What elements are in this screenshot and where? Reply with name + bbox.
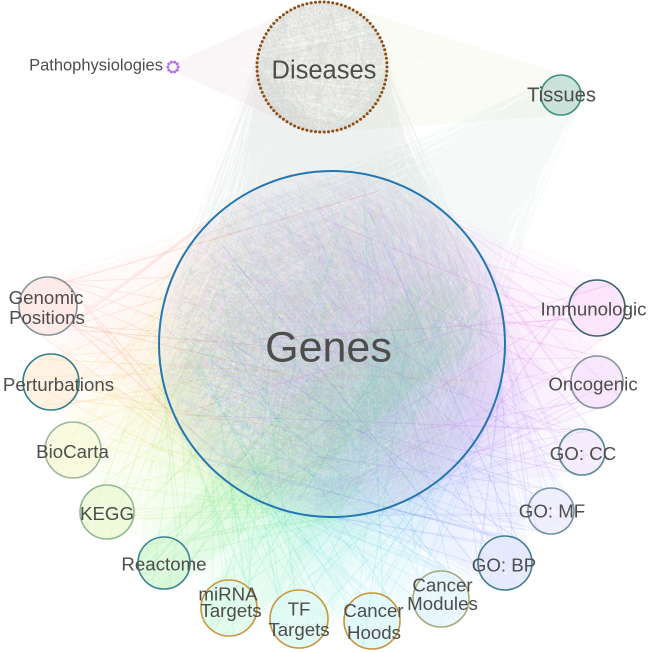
svg-text:Modules: Modules — [407, 593, 478, 614]
svg-text:KEGG: KEGG — [80, 503, 134, 524]
svg-text:Pathophysiologies: Pathophysiologies — [29, 57, 163, 75]
svg-text:BioCarta: BioCarta — [36, 441, 109, 462]
svg-text:Cancer: Cancer — [412, 575, 472, 596]
svg-text:Targets: Targets — [268, 619, 329, 640]
svg-text:Diseases: Diseases — [272, 57, 377, 85]
svg-text:Genes: Genes — [265, 324, 392, 372]
svg-text:Genomic: Genomic — [9, 287, 84, 308]
svg-text:Oncogenic: Oncogenic — [548, 374, 637, 395]
svg-text:Reactome: Reactome — [121, 554, 206, 575]
svg-text:Hoods: Hoods — [347, 622, 401, 643]
svg-text:GO: CC: GO: CC — [550, 443, 616, 464]
svg-text:TF: TF — [288, 599, 311, 620]
svg-text:Immunologic: Immunologic — [541, 299, 647, 320]
svg-text:Tissues: Tissues — [527, 85, 596, 107]
svg-text:GO: MF: GO: MF — [519, 501, 585, 522]
svg-text:Positions: Positions — [9, 307, 85, 328]
svg-text:Targets: Targets — [200, 600, 261, 621]
svg-text:Perturbations: Perturbations — [3, 374, 114, 395]
svg-text:Cancer: Cancer — [343, 600, 403, 621]
svg-text:miRNA: miRNA — [198, 584, 258, 605]
svg-text:GO: BP: GO: BP — [472, 555, 536, 576]
